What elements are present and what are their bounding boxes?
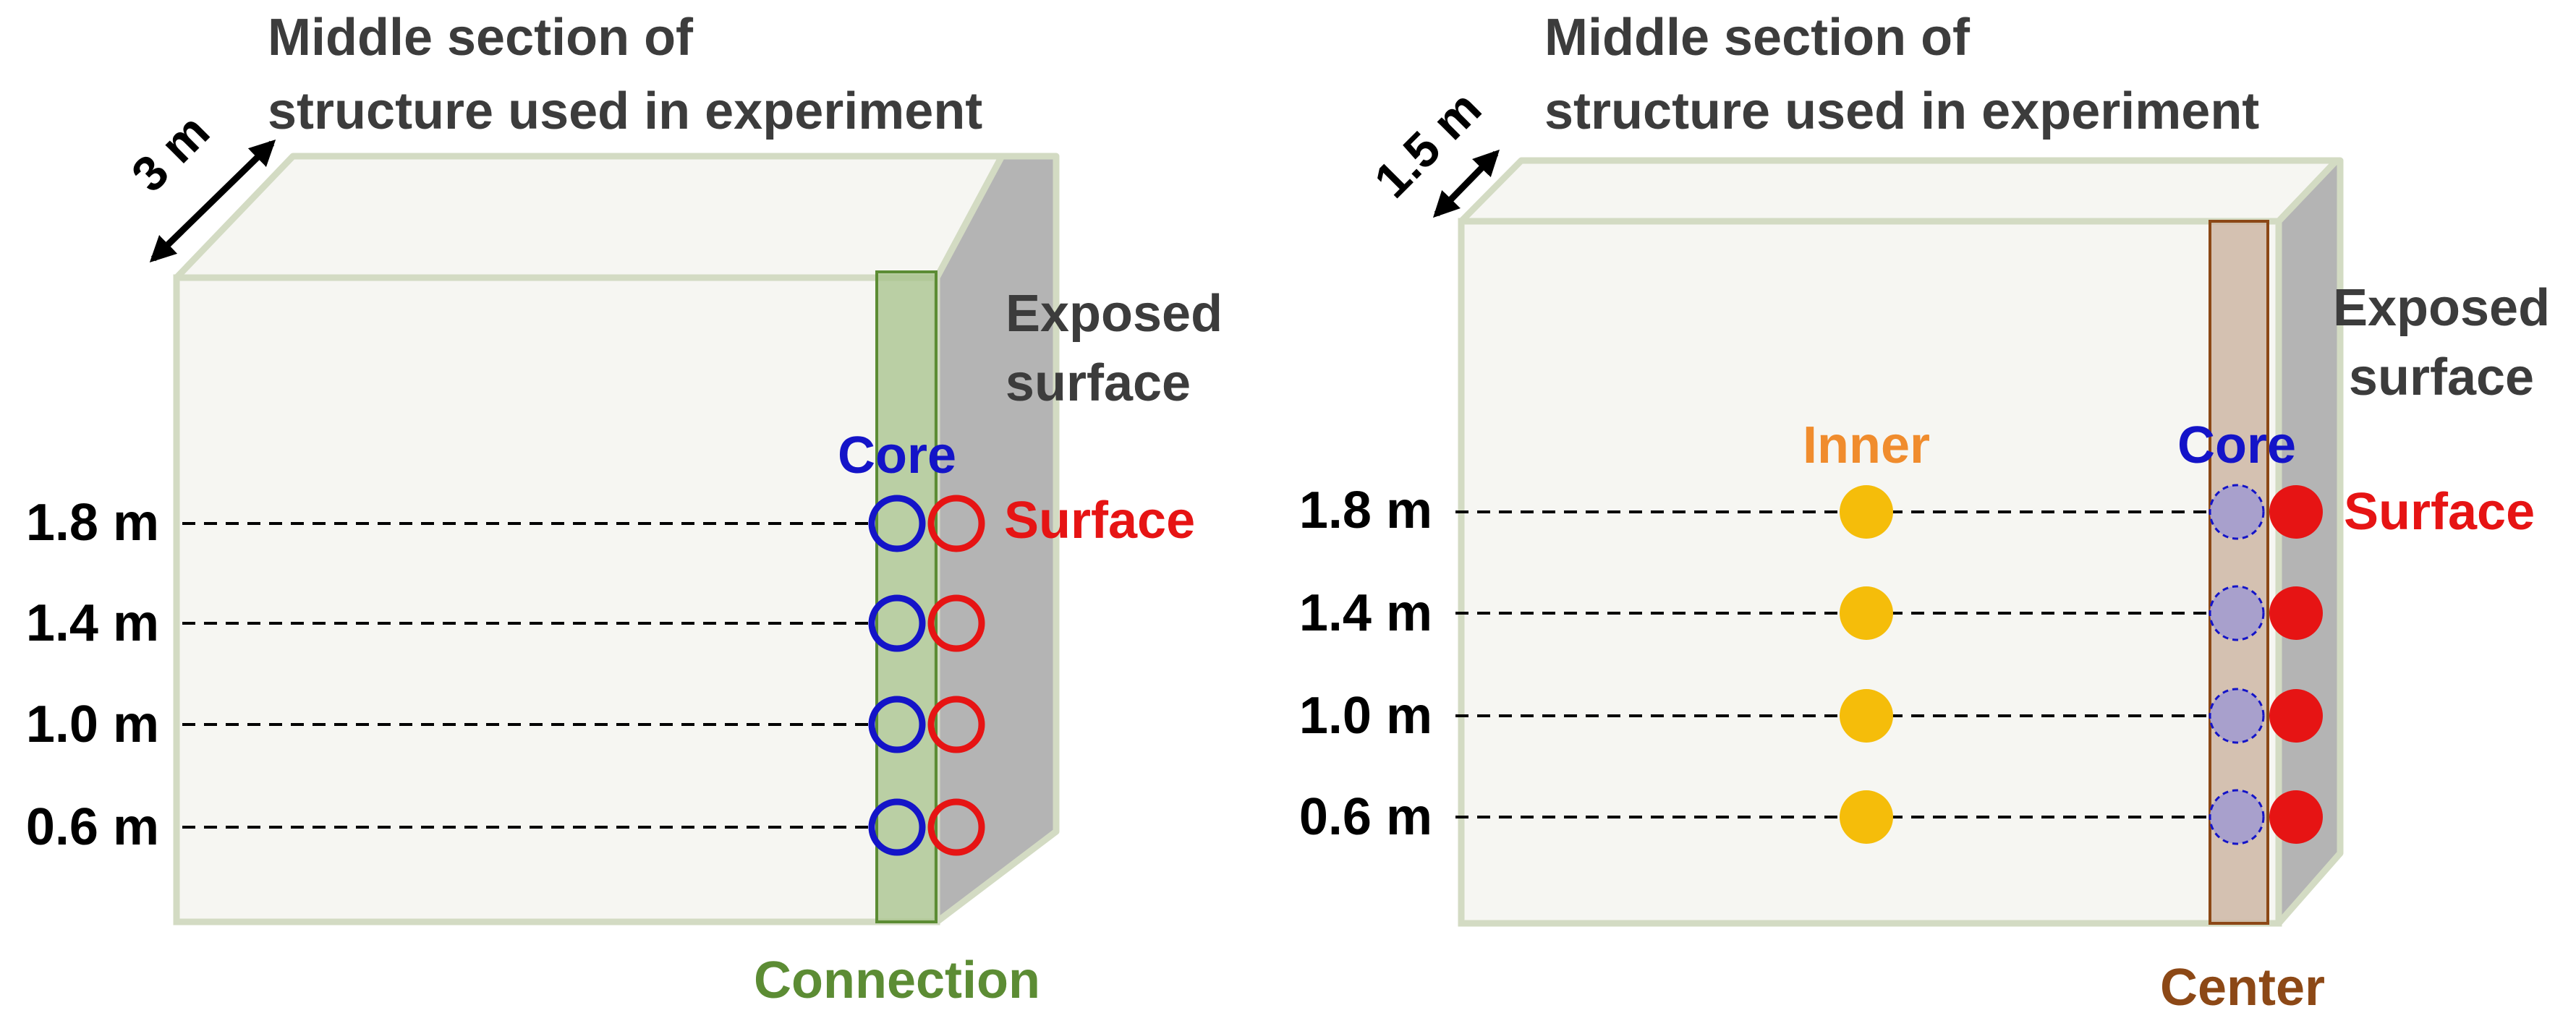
surface-label: Surface	[2344, 483, 2535, 541]
depth-row-1: 1.8 m	[26, 494, 985, 552]
box-front-face	[173, 274, 940, 925]
surface-sensor	[927, 696, 985, 753]
title-line-2: structure used in experiment	[268, 82, 982, 140]
surface-sensor	[927, 594, 985, 652]
core-label: Core	[838, 427, 956, 484]
depth-row-2: 1.4 m	[26, 594, 985, 652]
core-sensor	[2209, 585, 2265, 641]
surface-sensor	[927, 495, 985, 552]
title-line-1: Middle section of	[1544, 9, 1971, 67]
core-sensor	[868, 696, 926, 753]
dimension-label: 3 m	[121, 103, 220, 202]
surface-label: Surface	[1004, 492, 1195, 550]
surface-sensor	[927, 798, 985, 856]
dimension-arrow	[149, 139, 276, 263]
core-sensor	[868, 594, 926, 652]
core-sensor	[2209, 789, 2265, 845]
inner-sensor	[1840, 689, 1893, 743]
exposed-surface-line-1: Exposed	[1006, 285, 1223, 343]
surface-sensor	[2269, 689, 2323, 743]
inner-sensor	[1840, 790, 1893, 844]
depth-row-3: 1.0 m	[1299, 687, 2323, 745]
center-label: Center	[2160, 959, 2325, 1017]
depth-row-1: 1.8 m	[1299, 482, 2323, 540]
title-line-2: structure used in experiment	[1544, 82, 2259, 140]
inner-sensor	[1840, 586, 1893, 640]
depth-label: 1.8 m	[26, 494, 159, 552]
surface-sensor	[2269, 586, 2323, 640]
box-top-face	[173, 153, 1006, 281]
dimension-label: 1.5 m	[1364, 80, 1492, 208]
depth-label: 0.6 m	[1299, 788, 1432, 846]
depth-row-4: 0.6 m	[26, 798, 985, 856]
depth-label: 1.4 m	[26, 594, 159, 652]
diagram-left: Middle section of structure used in expe…	[26, 9, 1223, 1009]
core-sensor	[868, 798, 926, 856]
surface-sensor	[2269, 485, 2323, 539]
inner-sensor	[1840, 485, 1893, 539]
depth-row-3: 1.0 m	[26, 696, 985, 753]
exposed-surface-line-2: surface	[1006, 354, 1191, 412]
dimension-arrow	[1432, 149, 1500, 218]
depth-label: 1.8 m	[1299, 482, 1432, 539]
surface-sensor	[2269, 790, 2323, 844]
core-sensor	[868, 495, 926, 552]
depth-label: 1.4 m	[1299, 584, 1432, 642]
inner-label: Inner	[1803, 416, 1930, 474]
core-label: Core	[2177, 416, 2296, 474]
connection-label: Connection	[754, 952, 1040, 1009]
exposed-surface-line-2: surface	[2349, 349, 2534, 406]
title-line-1: Middle section of	[268, 9, 694, 67]
depth-label: 0.6 m	[26, 798, 159, 856]
exposed-surface-line-1: Exposed	[2333, 279, 2550, 337]
diagram-right: Middle section of structure used in expe…	[1299, 9, 2550, 1017]
depth-row-2: 1.4 m	[1299, 584, 2323, 642]
box-top-face	[1458, 157, 2340, 225]
depth-label: 1.0 m	[1299, 687, 1432, 745]
core-sensor	[2209, 484, 2265, 540]
depth-label: 1.0 m	[26, 696, 159, 753]
core-sensor	[2209, 688, 2265, 744]
depth-row-4: 0.6 m	[1299, 788, 2323, 846]
